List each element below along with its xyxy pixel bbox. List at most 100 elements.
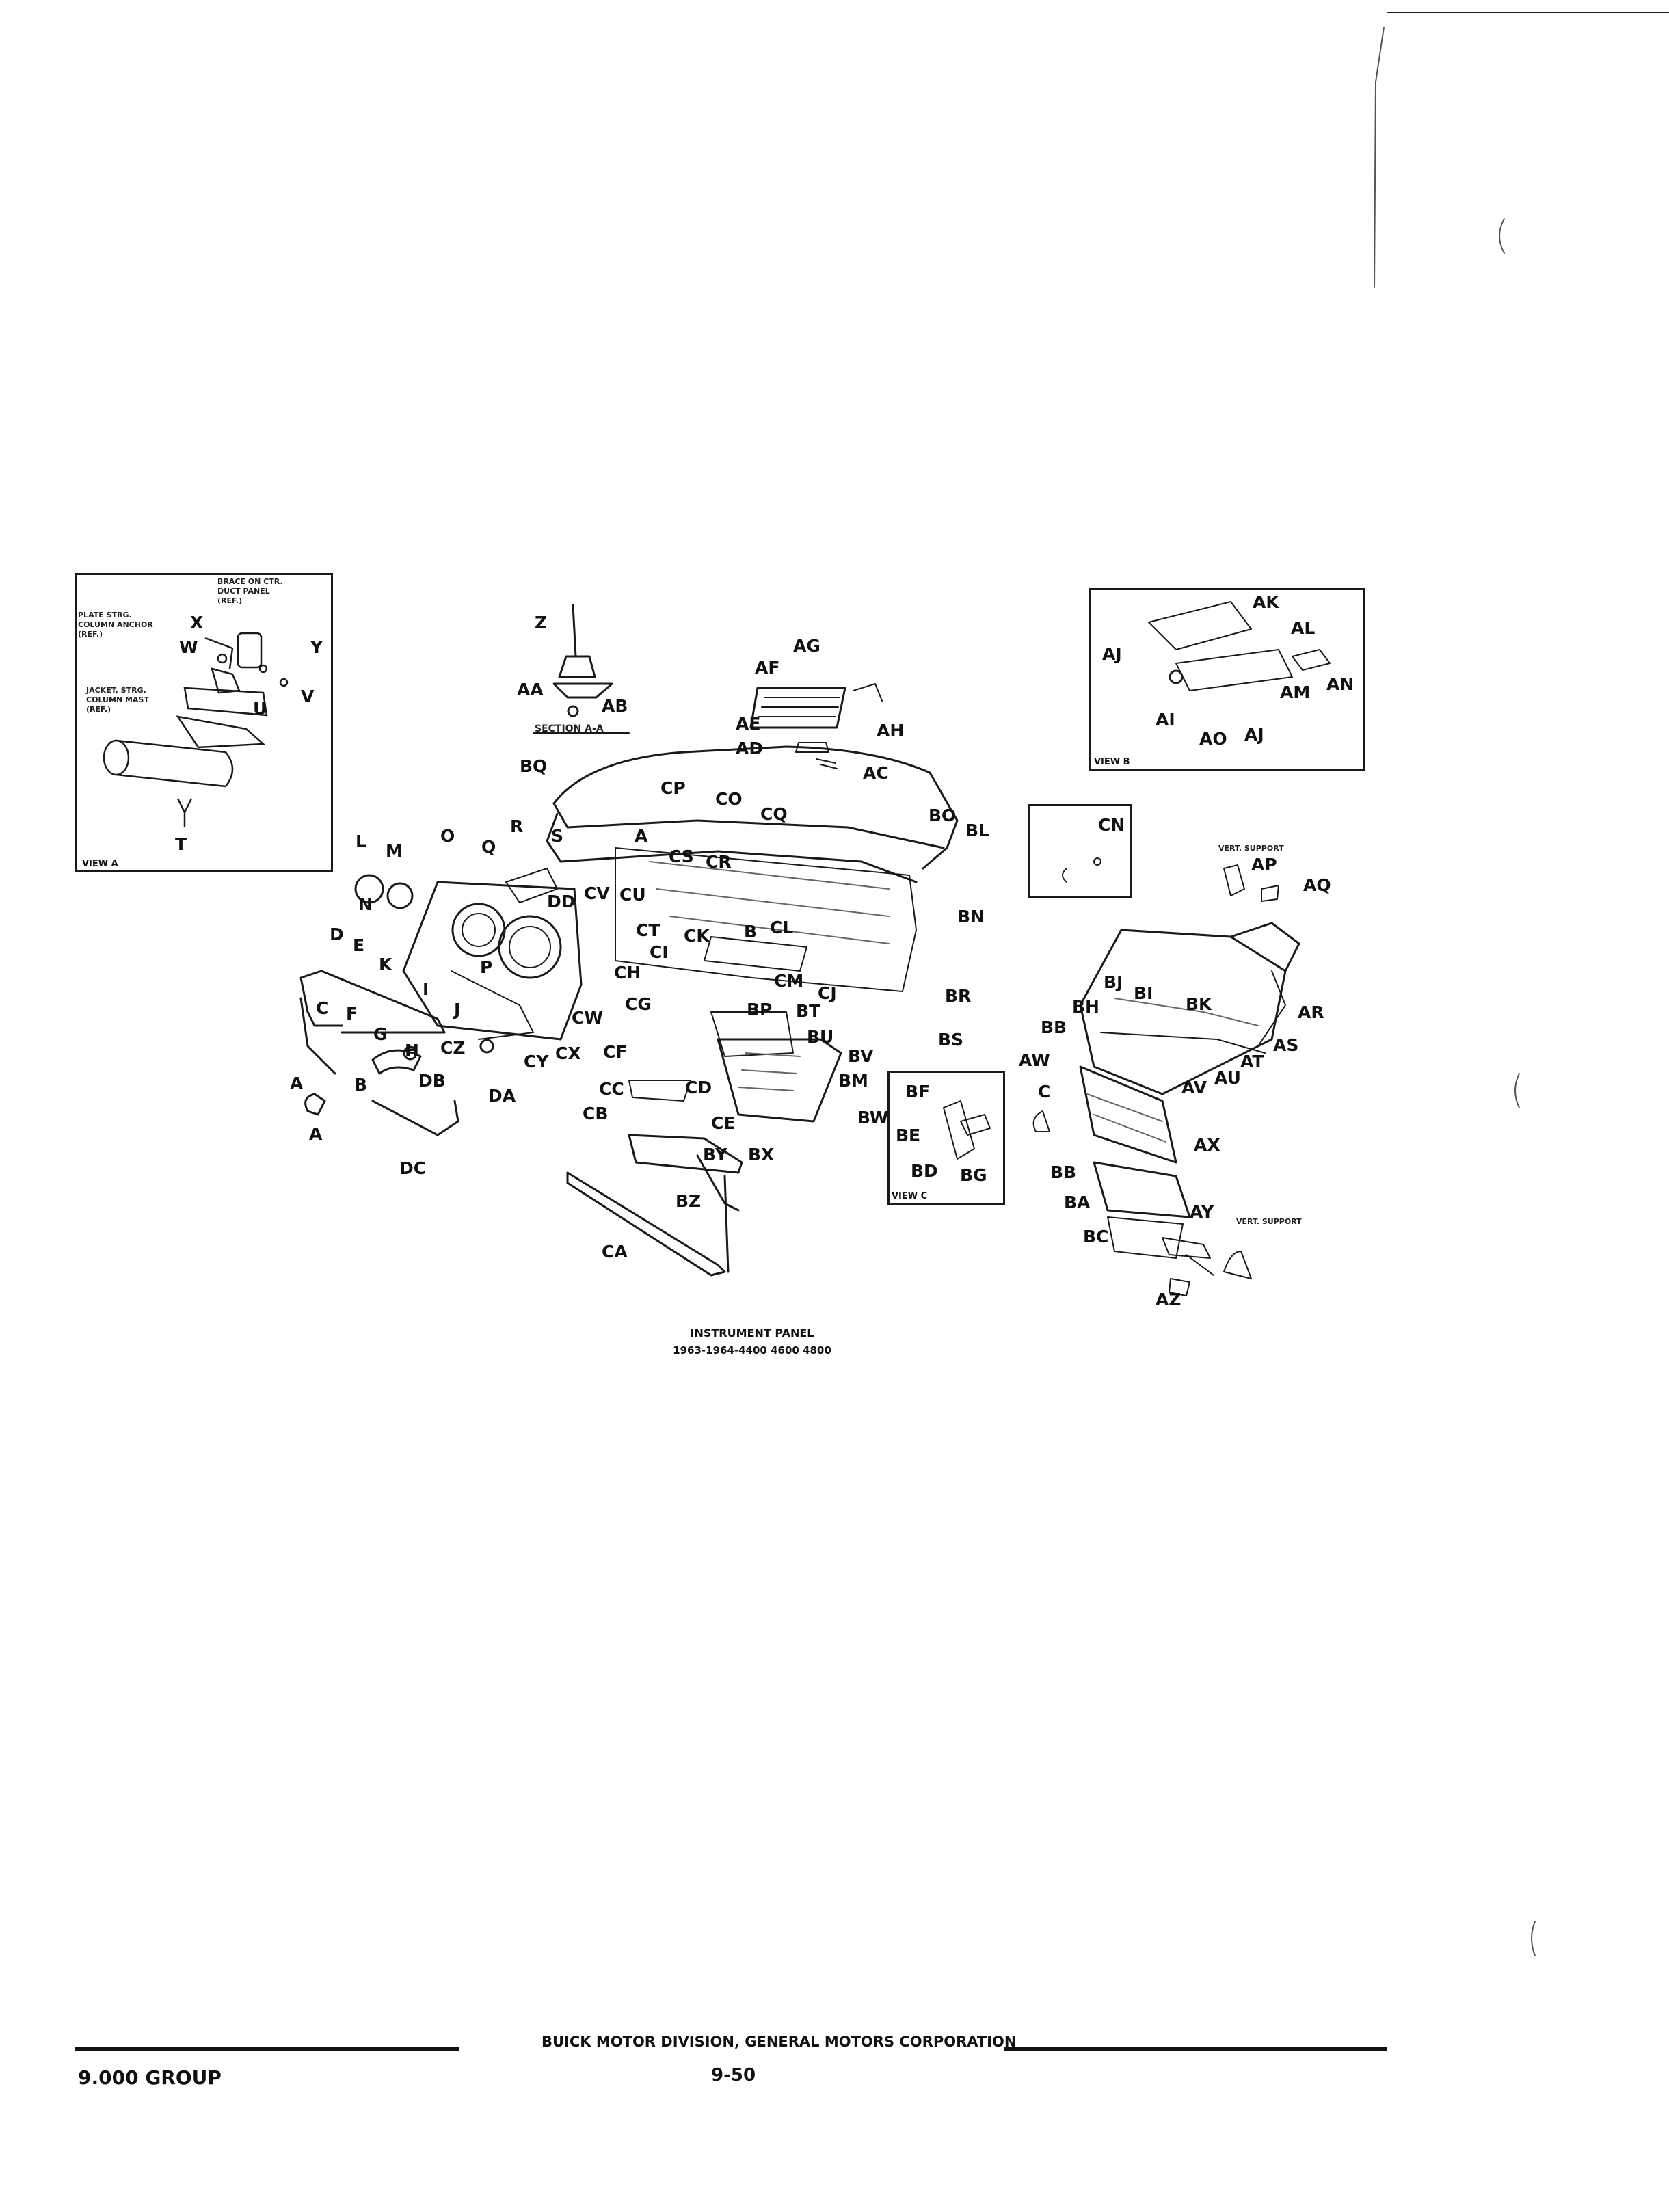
view-a-sketch [103, 632, 289, 827]
label-c-left: C [316, 998, 329, 1018]
label-cc: CC [599, 1079, 624, 1099]
label-cj: CJ [818, 983, 837, 1003]
label-bt: BT [796, 1001, 821, 1021]
label-ar: AR [1298, 1002, 1324, 1022]
label-a-lower: A [309, 1124, 323, 1144]
label-ao: AO [1199, 729, 1227, 749]
label-bj: BJ [1104, 972, 1123, 992]
label-bk: BK [1186, 994, 1212, 1014]
label-bn: BN [957, 907, 985, 927]
label-am: AM [1280, 682, 1311, 702]
label-cn: CN [1098, 815, 1125, 835]
view-c-inset [887, 1071, 1005, 1205]
label-dd: DD [547, 892, 576, 911]
label-t: T [175, 834, 187, 854]
label-v: V [301, 687, 315, 706]
label-aw: AW [1019, 1050, 1050, 1070]
footer-rule-left [75, 2047, 459, 2051]
label-ah: AH [877, 721, 905, 741]
label-bo: BO [929, 805, 957, 825]
view-a-brace-note: BRACE ON CTR. DUCT PANEL (REF.) [217, 577, 283, 605]
footer-rule-right [1004, 2047, 1387, 2051]
label-e: E [353, 935, 365, 955]
label-bw: BW [857, 1108, 889, 1128]
footer-corporation: BUICK MOTOR DIVISION, GENERAL MOTORS COR… [542, 2034, 1017, 2050]
label-bl: BL [965, 821, 989, 840]
label-bf: BF [905, 1082, 931, 1102]
label-cr: CR [706, 852, 732, 872]
label-ca: CA [602, 1242, 628, 1262]
label-bb-lower: BB [1050, 1162, 1077, 1182]
label-s: S [551, 826, 564, 846]
label-cs: CS [669, 847, 694, 866]
label-af: AF [755, 658, 780, 678]
diagram-subtitle: 1963-1964-4400 4600 4800 [673, 1344, 831, 1357]
label-cy: CY [524, 1052, 549, 1071]
label-az: AZ [1156, 1290, 1181, 1309]
label-cv: CV [584, 883, 610, 903]
label-bh: BH [1072, 997, 1099, 1017]
label-ch: CH [614, 963, 641, 983]
label-i: I [423, 979, 429, 999]
view-a-name: VIEW A [82, 859, 118, 869]
label-ak: AK [1253, 592, 1279, 612]
label-bc: BC [1083, 1227, 1109, 1247]
label-cd: CD [685, 1078, 712, 1097]
label-b-mid: B [354, 1075, 368, 1095]
view-a-plate-note: PLATE STRG. COLUMN ANCHOR (REF.) [78, 611, 153, 639]
view-a-jacket-note: JACKET, STRG. COLUMN MAST (REF.) [86, 686, 149, 714]
label-aj-2: AJ [1244, 725, 1264, 745]
label-w: W [179, 637, 198, 657]
label-bv: BV [848, 1046, 874, 1066]
vert-support-note-1: VERT. SUPPORT [1218, 844, 1284, 853]
label-co: CO [715, 789, 743, 809]
label-r: R [510, 816, 524, 836]
label-u: U [253, 699, 267, 719]
label-cp: CP [660, 778, 686, 798]
label-ci: CI [650, 942, 669, 962]
label-al: AL [1291, 618, 1316, 638]
label-at: AT [1240, 1052, 1264, 1071]
label-p: P [480, 957, 493, 977]
view-a-inset [75, 573, 333, 872]
view-b-name: VIEW B [1094, 757, 1130, 767]
view-b-inset [1089, 588, 1365, 771]
label-k: K [379, 955, 392, 974]
label-aj-1: AJ [1102, 644, 1122, 664]
label-bi: BI [1134, 983, 1153, 1003]
cn-inset [1028, 804, 1132, 898]
label-bb-upper: BB [1041, 1017, 1067, 1037]
label-d: D [330, 924, 344, 944]
label-by: BY [703, 1145, 727, 1164]
label-as: AS [1273, 1035, 1299, 1055]
label-bq: BQ [520, 756, 548, 776]
label-bg: BG [960, 1165, 987, 1185]
label-ag: AG [793, 636, 820, 656]
label-c-right: C [1038, 1082, 1051, 1102]
label-ck: CK [684, 926, 710, 946]
label-cb: CB [583, 1104, 609, 1123]
label-an: AN [1326, 674, 1354, 694]
label-bm: BM [838, 1071, 868, 1091]
label-j: J [454, 1000, 461, 1020]
label-cm: CM [774, 971, 804, 991]
label-f: F [346, 1004, 358, 1024]
label-ae: AE [736, 714, 761, 734]
label-ap: AP [1251, 855, 1277, 875]
footer-group: 9.000 GROUP [78, 2066, 222, 2089]
label-au: AU [1214, 1068, 1241, 1088]
label-aa: AA [517, 680, 544, 699]
label-bd: BD [911, 1161, 938, 1181]
diagram-title: INSTRUMENT PANEL [690, 1327, 814, 1340]
label-z: Z [535, 613, 548, 632]
label-m: M [386, 841, 403, 861]
label-cx: CX [555, 1043, 581, 1063]
footer-page-number: 9-50 [711, 2065, 756, 2086]
label-cw: CW [572, 1008, 603, 1028]
label-bp: BP [747, 1000, 773, 1020]
label-ce: CE [711, 1113, 736, 1133]
label-a-upper: A [635, 826, 648, 846]
label-ct: CT [636, 920, 660, 940]
label-cu: CU [619, 885, 646, 905]
